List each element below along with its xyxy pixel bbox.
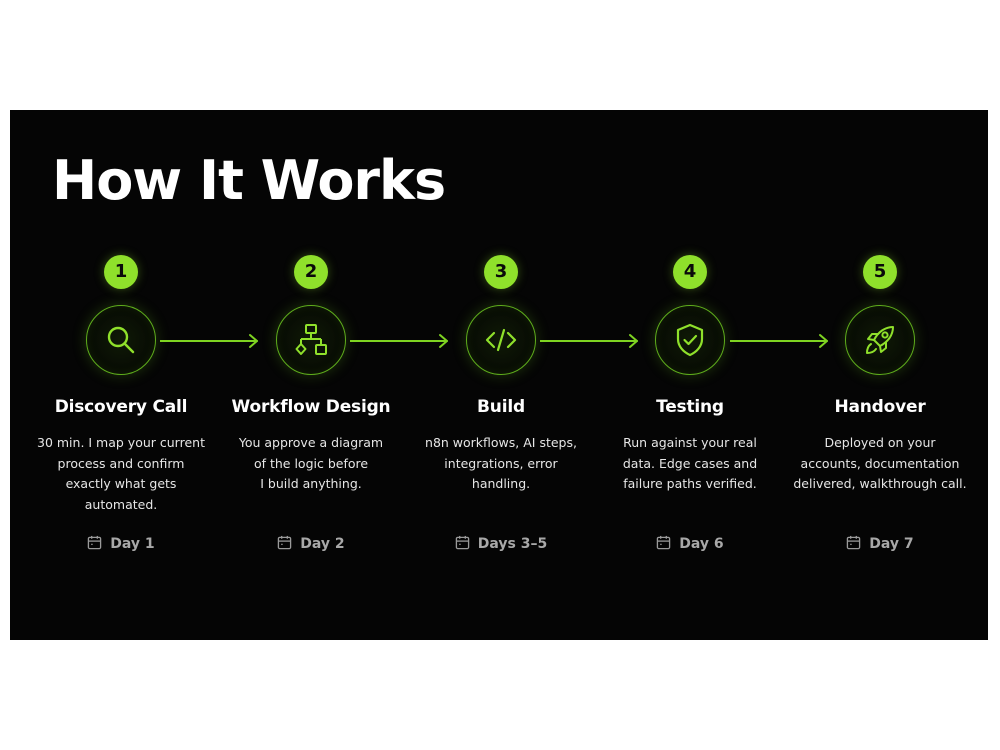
step-description: Deployed on your accounts, documentation…	[785, 433, 975, 495]
step-day-label: Day 7	[869, 536, 914, 552]
search-icon	[107, 326, 135, 354]
step-icon-circle	[845, 305, 915, 375]
arrow-right-icon	[350, 334, 448, 348]
step-day-label: Days 3–5	[477, 536, 548, 552]
step-day-label: Day 6	[679, 536, 724, 552]
calendar-icon	[847, 535, 861, 550]
step-number-badge: 3	[484, 255, 518, 289]
step-description-line: Deployed on your	[824, 435, 936, 450]
step-number-badge: 1	[104, 255, 138, 289]
step-day: Day 2	[216, 535, 406, 552]
step-description-line: data. Edge cases and	[622, 455, 758, 471]
step-description-line: handling.	[471, 476, 531, 491]
step-description: n8n workflows, AI steps, integrations, e…	[406, 433, 596, 495]
step-title: Build	[477, 397, 525, 417]
arrow-right-icon	[540, 334, 638, 348]
step-description-line: of the logic before	[253, 455, 369, 471]
calendar-icon	[657, 535, 671, 550]
step-description-line: delivered, walkthrough call.	[793, 476, 967, 491]
step-title: Testing	[656, 397, 724, 417]
step-icon-circle	[466, 305, 536, 375]
step-number-badge: 2	[294, 255, 328, 289]
workflow-icon	[295, 324, 327, 355]
arrow-right-icon	[160, 334, 258, 348]
step-number-badge: 4	[673, 255, 707, 289]
how-it-works-panel: How It Works 1 Discovery Call 30 min. I …	[10, 110, 988, 640]
step-description-line: I build anything.	[260, 476, 362, 491]
step-day: Day 1	[26, 535, 216, 552]
step-description-line: failure paths verified.	[623, 476, 757, 491]
step-description-line: 30 min. I map your current	[37, 435, 205, 450]
step-day-label: Day 1	[110, 536, 155, 552]
step-icon-circle	[276, 305, 346, 375]
step-description: You approve a diagram of the logic befor…	[216, 433, 406, 495]
step-title: Discovery Call	[54, 397, 188, 417]
step-icon-circle	[86, 305, 156, 375]
step-description-line: Run against your real	[623, 435, 757, 450]
page-title: How It Works	[52, 149, 446, 212]
step-description-line: n8n workflows, AI steps,	[425, 435, 577, 450]
arrow-right-icon	[730, 334, 828, 348]
step-description-line: You approve a diagram	[238, 435, 384, 450]
rocket-icon	[866, 326, 894, 354]
step-description-line: accounts, documentation	[800, 455, 960, 471]
step-day: Days 3–5	[406, 535, 596, 552]
step-description: Run against your real data. Edge cases a…	[595, 433, 785, 495]
calendar-icon	[88, 535, 102, 550]
step-description-line: process and confirm	[57, 455, 185, 471]
step-day: Day 6	[595, 535, 785, 552]
step-icon-circle	[655, 305, 725, 375]
step-day-label: Day 2	[300, 536, 345, 552]
step-title: Workflow Design	[231, 397, 391, 417]
step-description-line: automated.	[84, 496, 158, 512]
shield-check-icon	[676, 323, 704, 357]
code-icon	[485, 328, 517, 352]
step-title: Handover	[834, 397, 926, 417]
step-description-line: exactly what gets	[65, 476, 177, 491]
calendar-icon	[278, 535, 292, 550]
step-description-line: integrations, error	[444, 455, 558, 471]
step-description: 30 min. I map your current process and c…	[26, 433, 216, 515]
calendar-icon	[455, 535, 470, 550]
step-day: Day 7	[785, 535, 975, 552]
step-number-badge: 5	[863, 255, 897, 289]
